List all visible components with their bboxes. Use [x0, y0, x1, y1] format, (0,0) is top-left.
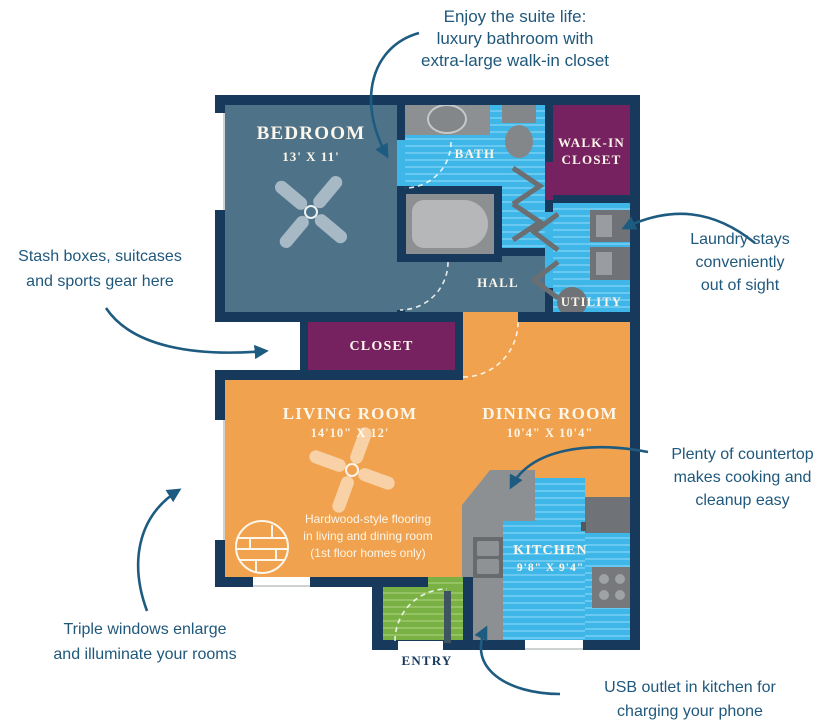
bath-sink-icon	[427, 104, 467, 134]
label-walk-in-line2: CLOSET	[561, 152, 622, 167]
wall-entry-kitchen	[463, 577, 473, 650]
annotation-laundry: Laundry stays conveniently out of sight	[655, 228, 825, 297]
dims-dining-room: 10'4" X 10'4"	[506, 426, 594, 440]
bathtub-icon	[412, 200, 488, 248]
label-utility: UTILITY	[560, 295, 623, 309]
wall-bath-walkin	[545, 105, 553, 205]
opening-entry-door	[398, 641, 443, 650]
stove-burner-icon	[599, 590, 609, 600]
label-walk-in-closet: WALK-IN CLOSET	[553, 134, 630, 168]
kitchen-sink-basin-icon	[477, 541, 499, 556]
kitchen-sink-basin-icon	[477, 559, 499, 574]
hardwood-note-line: Hardwood-style flooring	[304, 512, 432, 526]
room-entry	[383, 587, 463, 640]
annotation-usb-line: USB outlet in kitchen for	[604, 679, 776, 696]
annotation-laundry-line: Laundry stays	[690, 231, 790, 248]
wall-closet-right	[455, 318, 463, 380]
label-bath: BATH	[454, 146, 496, 161]
label-dining-room: DINING ROOM	[482, 404, 618, 423]
annotation-laundry-line: conveniently	[695, 254, 785, 271]
annotation-stash: Stash boxes, suitcases and sports gear h…	[0, 244, 200, 294]
opening-bedroom-door	[397, 262, 405, 310]
fridge-handle-icon	[581, 522, 586, 531]
opening-bath-door	[397, 140, 405, 186]
annotation-suite-line: extra-large walk-in closet	[420, 51, 609, 70]
hardwood-note-line: in living and dining room	[303, 529, 433, 543]
dims-living-room: 14'10" X 12'	[310, 426, 390, 440]
room-closet	[308, 322, 455, 370]
annotation-countertop-line: makes cooking and	[673, 469, 812, 486]
annotation-suite-line: luxury bathroom with	[436, 29, 594, 48]
wall-bedroom-bath	[397, 105, 405, 312]
window-bedroom	[215, 113, 225, 210]
label-entry: ENTRY	[401, 653, 453, 668]
dryer-door-icon	[596, 252, 612, 275]
stove-burner-icon	[615, 590, 625, 600]
annotation-windows: Triple windows enlarge and illuminate yo…	[20, 617, 270, 667]
opening-hall-dining	[463, 312, 518, 322]
label-living-room: LIVING ROOM	[282, 404, 418, 423]
room-entry-opening	[428, 577, 463, 589]
stove-icon	[592, 567, 630, 608]
dims-kitchen: 9'8" X 9'4"	[516, 562, 585, 574]
label-closet: CLOSET	[349, 339, 414, 354]
entry-door-leaf-icon	[444, 591, 451, 643]
room-kitchen	[503, 478, 585, 640]
wall-top	[215, 95, 640, 105]
wall-bathstrip-bottom	[502, 248, 553, 256]
wall-closet-bottom	[215, 370, 463, 380]
annotation-countertop-line: cleanup easy	[695, 492, 790, 509]
label-bedroom: BEDROOM	[256, 123, 366, 144]
wall-living-bottom	[215, 577, 428, 587]
room-walk-in-closet	[553, 105, 630, 195]
annotation-windows-line: Triple windows enlarge	[63, 621, 227, 638]
wall-entry-left	[372, 577, 383, 650]
annotation-suite-line: Enjoy the suite life:	[443, 7, 587, 26]
annotation-countertop: Plenty of countertop makes cooking and c…	[650, 443, 835, 512]
label-walk-in-line1: WALK-IN	[558, 135, 625, 150]
annotation-usb-line: charging your phone	[617, 703, 763, 720]
annotation-suite: Enjoy the suite life: luxury bathroom wi…	[390, 6, 640, 72]
annotation-laundry-line: out of sight	[700, 277, 780, 294]
fridge-icon	[585, 497, 630, 533]
arrow-windows	[136, 488, 182, 612]
annotation-stash-line: Stash boxes, suitcases	[18, 248, 182, 265]
window-living-bottom	[253, 577, 310, 587]
washer-door-icon	[596, 215, 612, 237]
wall-mid-divider	[215, 312, 640, 322]
wall-closet-left	[300, 318, 308, 380]
dims-bedroom: 13' X 11'	[282, 149, 340, 164]
opening-walkin-door	[545, 162, 553, 200]
wall-right	[630, 95, 640, 650]
hardwood-note: Hardwood-style flooring in living and di…	[288, 511, 448, 562]
window-kitchen	[525, 640, 583, 650]
annotation-windows-line: and illuminate your rooms	[53, 646, 237, 663]
label-hall: HALL	[477, 275, 519, 290]
annotation-stash-line: and sports gear here	[26, 273, 174, 290]
hardwood-note-line: (1st floor homes only)	[310, 546, 426, 560]
toilet-tank-icon	[502, 103, 536, 123]
annotation-countertop-line: Plenty of countertop	[671, 446, 814, 463]
annotation-usb: USB outlet in kitchen for charging your …	[570, 676, 810, 724]
room-bath-strip	[502, 205, 545, 248]
stove-burner-icon	[615, 574, 625, 584]
label-kitchen: KITCHEN	[513, 543, 588, 558]
window-living-side	[215, 420, 225, 540]
stove-burner-icon	[599, 574, 609, 584]
toilet-bowl-icon	[505, 125, 533, 158]
wall-walkin-utility	[545, 195, 640, 203]
